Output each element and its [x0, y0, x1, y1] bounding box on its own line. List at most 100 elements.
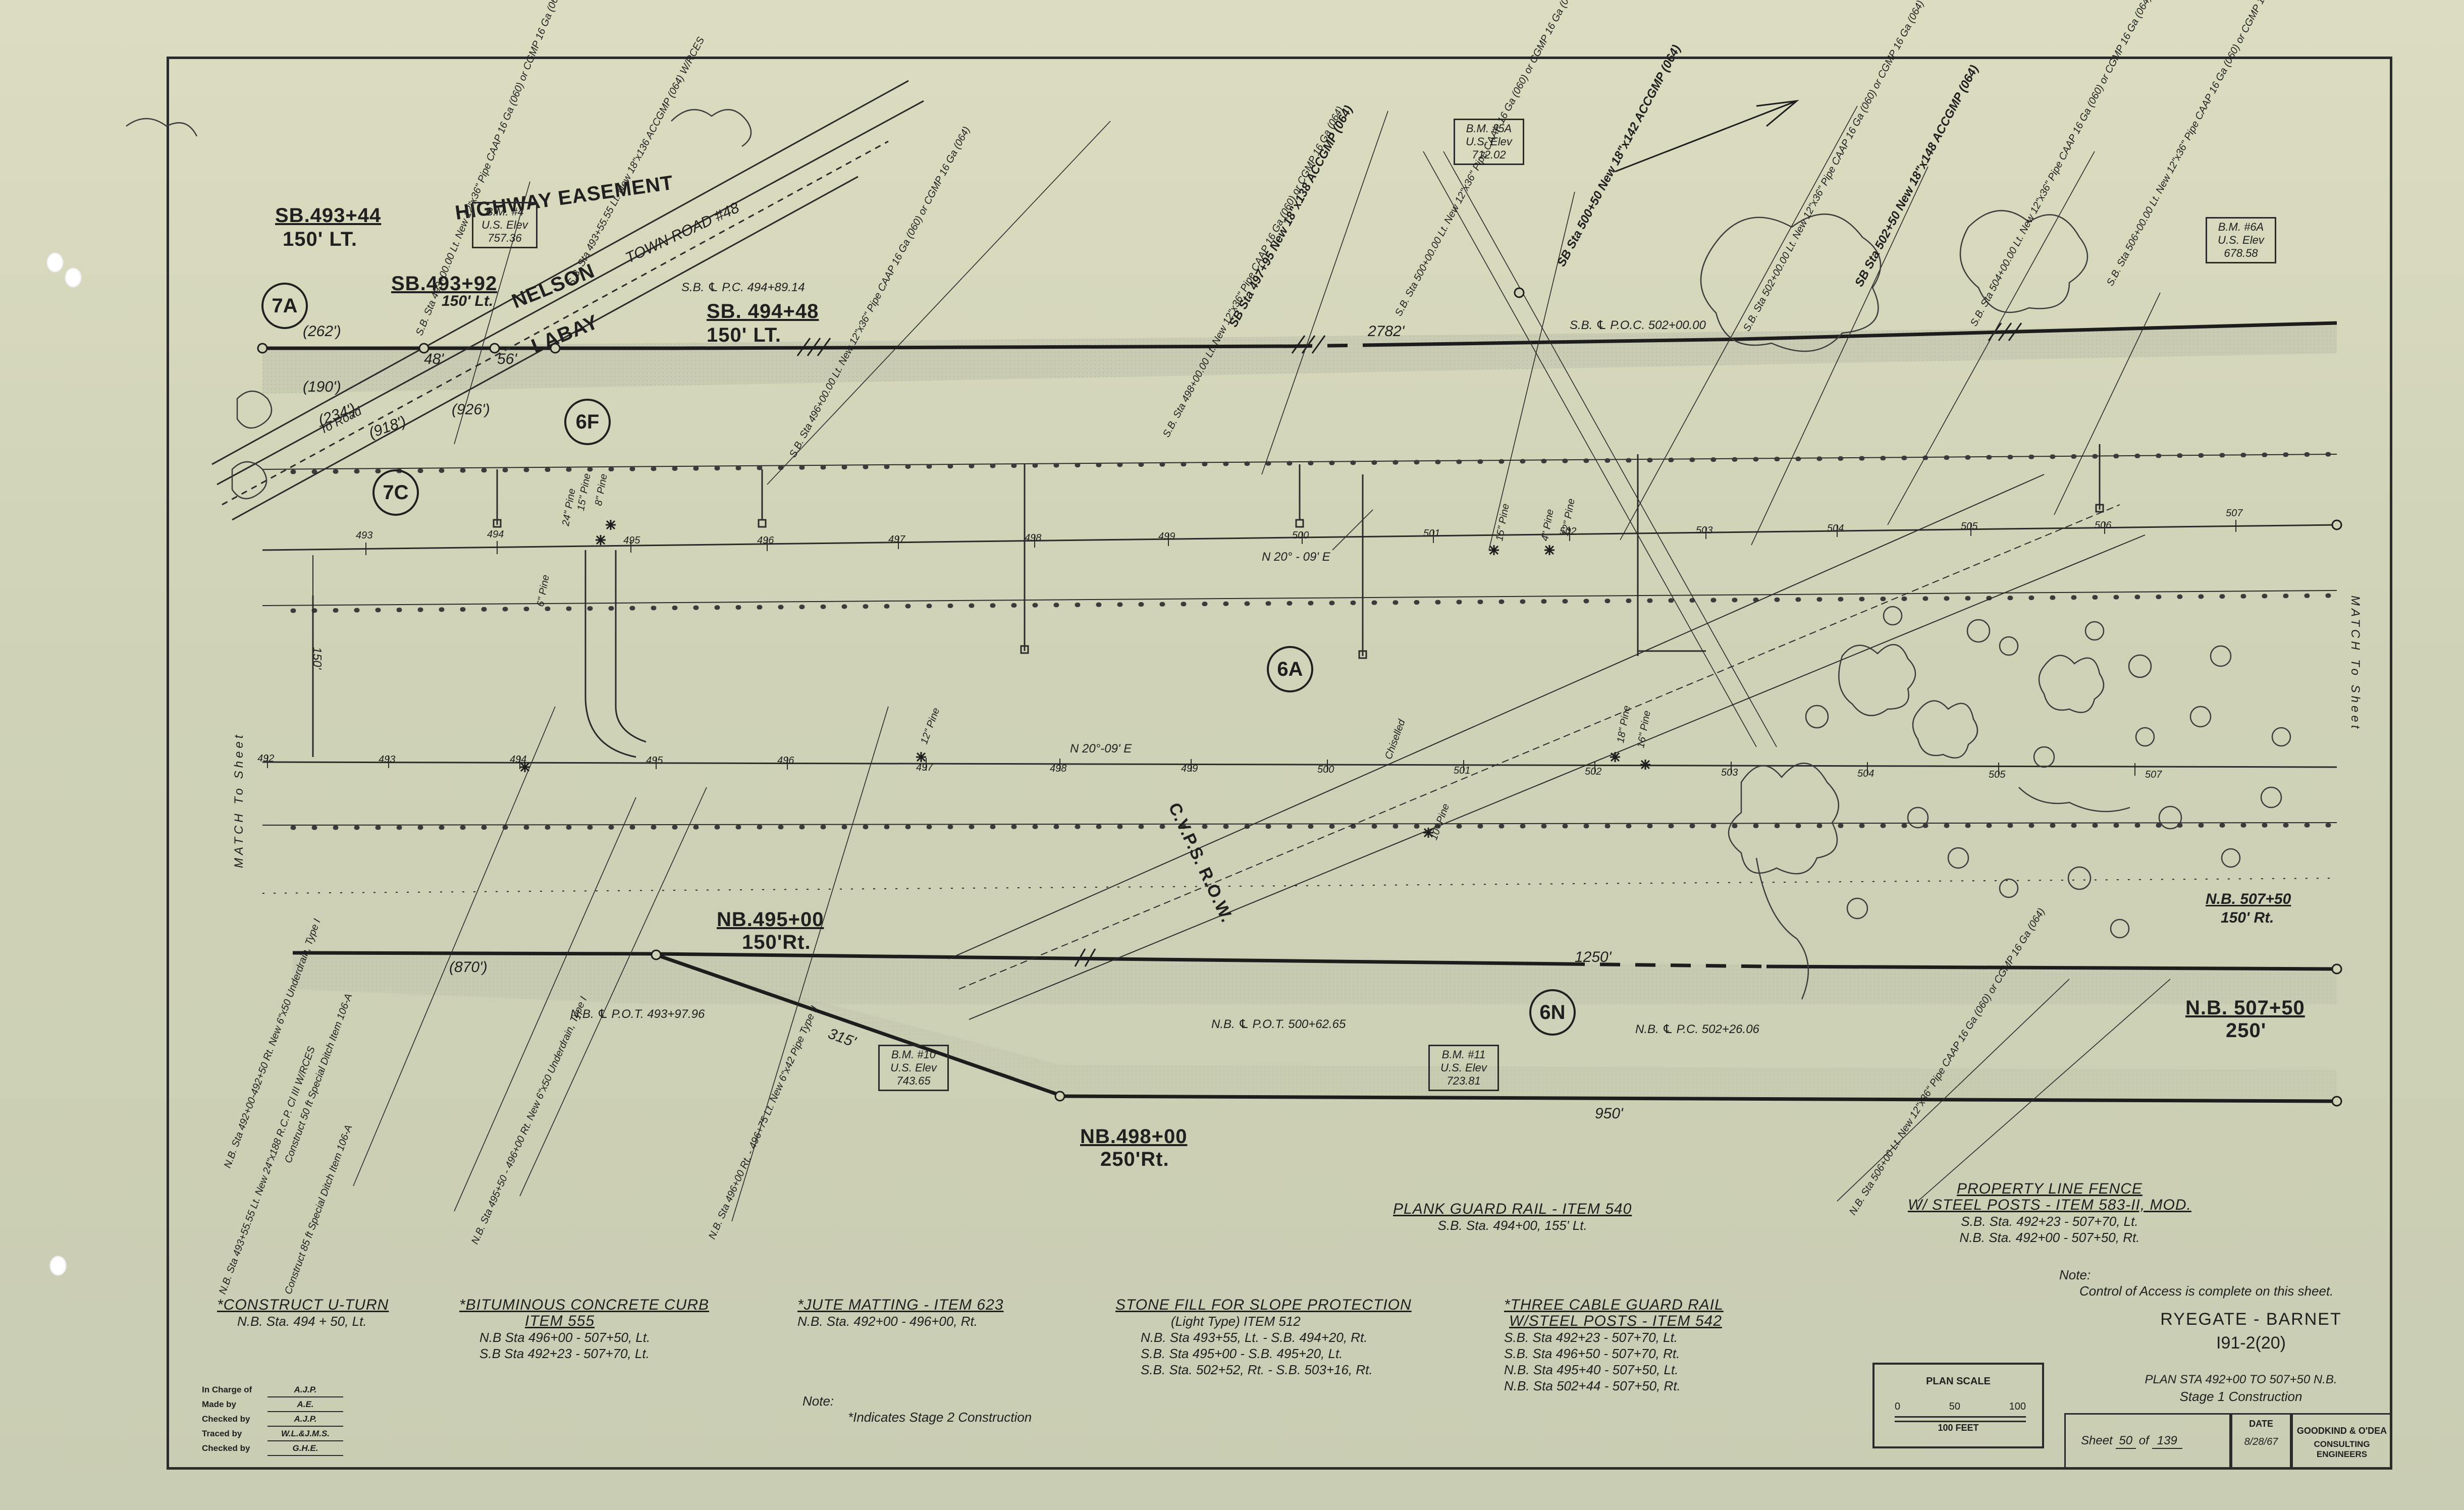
- note-title: *THREE CABLE GUARD RAIL: [1504, 1297, 1724, 1313]
- station-ticks: [267, 520, 2236, 776]
- match-right: MATCH To Sheet: [2348, 596, 2362, 732]
- scale-title: PLAN SCALE: [1926, 1376, 1991, 1387]
- stage-label: Stage 1 Construction: [2179, 1389, 2302, 1404]
- u-turn: [312, 550, 647, 758]
- station-upper: 494: [487, 529, 504, 540]
- sheet-total: 139: [2152, 1434, 2182, 1449]
- centerlines: [262, 454, 2337, 894]
- dim-870: (870'): [449, 959, 488, 976]
- note-subtitle: ITEM 555: [525, 1313, 595, 1329]
- post-markers: [493, 444, 2104, 659]
- benchmark-datum: U.S. Elev: [1440, 1061, 1487, 1074]
- scale-ticks: 0 50 100: [1895, 1401, 2026, 1413]
- firm-name: GOODKIND & O'DEA: [2296, 1426, 2387, 1436]
- nb-row-band-lower: [651, 955, 2337, 1100]
- benchmark-datum: U.S. Elev: [1466, 135, 1512, 148]
- note-line: N.B. Sta. 492+00 - 507+50, Rt.: [1959, 1230, 2140, 1245]
- scale-tick: 100: [2009, 1401, 2026, 1412]
- note-stone-fill: STONE FILL FOR SLOPE PROTECTION (Light T…: [1115, 1297, 1412, 1378]
- personnel-initials: W.L.&J.M.S.: [267, 1427, 343, 1441]
- personnel-initials: G.H.E.: [267, 1441, 343, 1456]
- benchmark-elev: 678.58: [2224, 247, 2258, 259]
- station-upper: 498: [1025, 532, 1042, 544]
- personnel-role: Checked by: [202, 1414, 250, 1424]
- note-label: Note:: [2059, 1267, 2091, 1282]
- callout-nb50750b-offset: 250': [2226, 1019, 2267, 1042]
- note-subtitle: W/ STEEL POSTS - ITEM 583-II, MOD.: [1908, 1197, 2191, 1213]
- punch-hole: [46, 252, 64, 273]
- note-title: *CONSTRUCT U-TURN: [217, 1297, 389, 1313]
- area-6f: 6F: [564, 399, 611, 445]
- note-curb: *BITUMINOUS CONCRETE CURB ITEM 555 N.B S…: [459, 1297, 709, 1362]
- note-line: N.B. Sta. 492+00 - 496+00, Rt.: [797, 1314, 978, 1329]
- match-left: MATCH To Sheet: [232, 732, 246, 868]
- firm-cell: GOODKIND & O'DEA CONSULTING ENGINEERS: [2291, 1413, 2392, 1470]
- sheet-number: Sheet 50 of 139: [2081, 1434, 2182, 1449]
- note-line: S.B Sta 492+23 - 507+70, Lt.: [479, 1346, 650, 1361]
- area-6a: 6A: [1267, 646, 1313, 692]
- station-lower: 501: [1454, 765, 1471, 776]
- callout-nb49800: NB.498+00: [1080, 1125, 1188, 1148]
- station-upper: 500: [1292, 530, 1309, 541]
- cvps-row: [948, 474, 2146, 1020]
- station-lower: 500: [1317, 764, 1334, 775]
- benchmark-elev: 757.36: [488, 232, 522, 244]
- callout-sb-pc-502: S.B. ℄ P.O.C. 502+00.00: [1570, 318, 1706, 332]
- dim-48: 48': [424, 351, 444, 367]
- plan-scale: PLAN SCALE 0 50 100 100 FEET: [1872, 1363, 2044, 1448]
- sheet-cell: Sheet 50 of 139: [2064, 1413, 2231, 1470]
- sheet-of: of: [2138, 1434, 2149, 1447]
- note-access: Note: Control of Access is complete on t…: [2059, 1267, 2333, 1299]
- north-arrow: [1615, 99, 1799, 173]
- station-upper: 506: [2095, 520, 2112, 531]
- callout-sb49344: SB.493+44: [275, 204, 382, 227]
- sheet-num: 50: [2115, 1434, 2136, 1449]
- plan-sta: PLAN STA 492+00 TO 507+50 N.B.: [2145, 1373, 2337, 1386]
- callout-nb49500-offset: 150'Rt.: [742, 931, 811, 953]
- note-fence: PROPERTY LINE FENCE W/ STEEL POSTS - ITE…: [1908, 1181, 2191, 1246]
- dim-2782: 2782': [1368, 323, 1405, 340]
- station-upper: 493: [356, 530, 373, 541]
- benchmark-datum: U.S. Elev: [481, 219, 528, 231]
- scale-unit: 100 FEET: [1938, 1423, 1979, 1433]
- limit-of-access-lines: [262, 321, 2337, 1103]
- dim-262: (262'): [303, 323, 341, 340]
- area-7a: 7A: [261, 283, 308, 329]
- scale-bar: [1895, 1416, 2026, 1422]
- station-lower: 494: [510, 754, 527, 765]
- area-6n: 6N: [1529, 989, 1576, 1036]
- dim-150: 150': [310, 646, 324, 670]
- callout-nb49800-offset: 250'Rt.: [1100, 1148, 1169, 1170]
- sb-row-band: [262, 326, 2337, 394]
- note-title: PLANK GUARD RAIL - ITEM 540: [1393, 1201, 1632, 1217]
- note-line: N.B. Sta. 494 + 50, Lt.: [237, 1314, 367, 1329]
- callout-nb50750b: N.B. 507+50: [2185, 997, 2305, 1019]
- note-label: Note:: [802, 1393, 834, 1409]
- station-upper: 497: [888, 534, 905, 545]
- callout-sb49392: SB.493+92: [391, 273, 498, 295]
- station-lower: 502: [1585, 766, 1602, 777]
- benchmark-elev: 723.81: [1447, 1074, 1481, 1087]
- station-upper: 504: [1827, 523, 1844, 534]
- note-line: S.B. Sta. 502+52, Rt. - S.B. 503+16, Rt.: [1141, 1362, 1373, 1377]
- note-title: *JUTE MATTING - ITEM 623: [797, 1297, 1004, 1313]
- station-lower: 493: [379, 754, 396, 765]
- date-value: 8/28/67: [2244, 1436, 2278, 1447]
- dim-950: 950': [1595, 1105, 1623, 1122]
- callout-nb-pot-493: N.B. ℄ P.O.T. 493+97.96: [570, 1007, 705, 1021]
- station-upper: 507: [2226, 508, 2243, 519]
- note-line: N.B. Sta 493+55, Lt. - S.B. 494+20, Rt.: [1141, 1330, 1368, 1345]
- station-upper: 505: [1961, 521, 1978, 532]
- area-7c: 7C: [372, 469, 419, 516]
- station-upper: 495: [623, 535, 640, 546]
- station-upper: 503: [1696, 525, 1713, 536]
- scale-tick: 0: [1895, 1401, 1901, 1412]
- firm-subtitle: CONSULTING ENGINEERS: [2314, 1439, 2370, 1459]
- personnel-initials: A.J.P.: [267, 1412, 343, 1427]
- callout-sb49448: SB. 494+48: [707, 300, 819, 322]
- personnel-role: Made by: [202, 1399, 237, 1409]
- note-stage: Note: *Indicates Stage 2 Construction: [802, 1393, 1032, 1425]
- personnel-role: Checked by: [202, 1443, 250, 1453]
- benchmark-6a: B.M. #6A U.S. Elev 678.58: [2206, 217, 2276, 263]
